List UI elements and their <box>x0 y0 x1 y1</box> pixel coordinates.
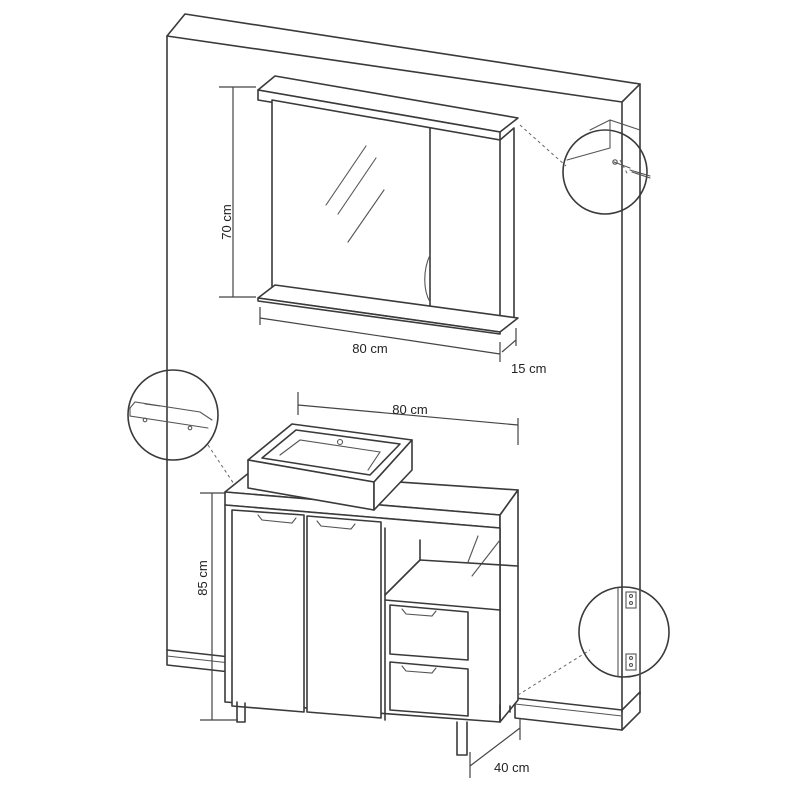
mirror-height-dimension: 70 cm <box>219 86 256 298</box>
handle-bar-icon <box>129 401 213 431</box>
door-hinge-detail <box>517 586 670 696</box>
sink-width-dimension: 80 cm <box>297 392 519 445</box>
baseboard-right <box>514 691 641 731</box>
cabinet-depth-label: 40 cm <box>494 760 529 775</box>
cabinet-depth-dimension: 40 cm <box>469 718 529 778</box>
sink-width-label: 80 cm <box>392 402 427 417</box>
hinge-icon <box>617 587 641 677</box>
screw-anchor-icon <box>566 119 651 179</box>
baseboard-left <box>166 649 231 673</box>
mirror-depth-dimension: 15 cm <box>501 328 546 376</box>
door-handle-detail <box>127 369 259 521</box>
mirror-cabinet <box>257 75 519 335</box>
cabinet-height-label: 85 cm <box>195 560 210 595</box>
mirror-width-dimension: 80 cm <box>259 307 501 362</box>
sink-basin <box>247 423 413 511</box>
vanity-cabinet <box>224 471 519 756</box>
mirror-height-label: 70 cm <box>219 204 234 239</box>
mirror-depth-label: 15 cm <box>511 361 546 376</box>
mirror-width-label: 80 cm <box>352 341 387 356</box>
wall-fixing-detail <box>519 119 651 215</box>
cabinet-height-dimension: 85 cm <box>195 492 238 721</box>
